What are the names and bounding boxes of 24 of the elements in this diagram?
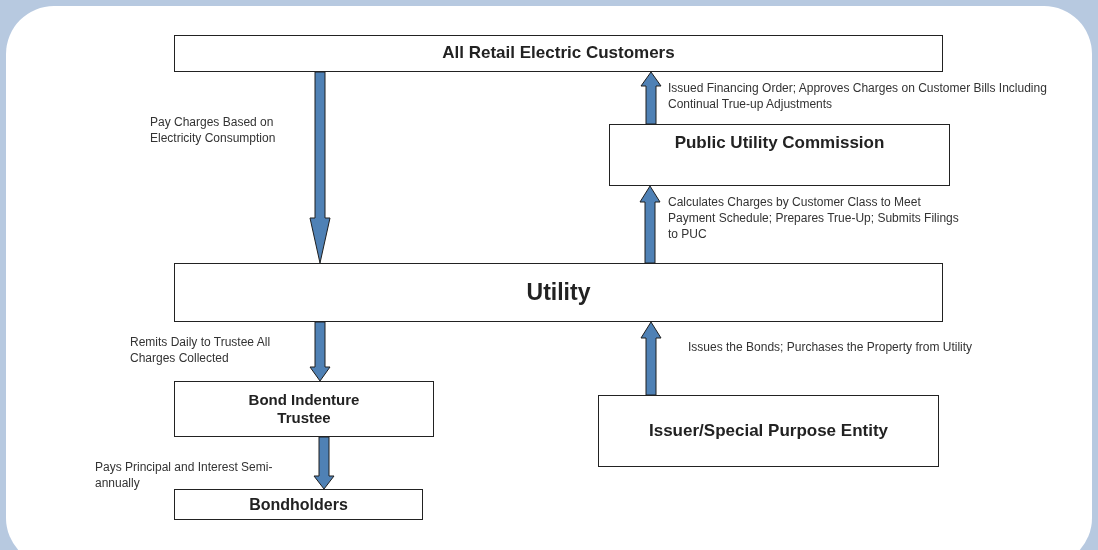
edge-label: Issued Financing Order; Approves Charges on Customer Bills Including Continual True-up Adjustments — [668, 80, 1048, 112]
edge-label: Issues the Bonds; Purchases the Property from Utility — [688, 339, 974, 355]
entity-box — [174, 381, 434, 437]
box-label: All Retail Electric Customers — [442, 43, 675, 64]
box-label: Bondholders — [249, 494, 348, 515]
block-arrow — [313, 436, 335, 490]
block-arrow — [309, 71, 331, 264]
block-arrow — [309, 321, 331, 382]
box-label: Public Utility Commission — [674, 133, 885, 154]
entity-box — [609, 124, 950, 186]
block-arrow — [639, 185, 661, 264]
block-arrow — [640, 71, 662, 125]
edge-label: Calculates Charges by Customer Class to Meet Payment Schedule; Prepares True-Up; Submits Filings to PUC — [668, 194, 960, 242]
edge-label: Pays Principal and Interest Semi-annually — [95, 459, 274, 491]
entity-box — [174, 35, 943, 72]
box-label: Utility — [526, 278, 591, 307]
entity-box — [174, 263, 943, 322]
box-label: Issuer/Special Purpose Entity — [649, 420, 888, 442]
box-label: Bond Indenture Trustee — [247, 391, 361, 427]
entity-box — [598, 395, 939, 467]
edge-label: Pay Charges Based on Electricity Consumption — [150, 114, 277, 146]
entity-box — [174, 489, 423, 520]
edge-label: Remits Daily to Trustee All Charges Collected — [130, 334, 272, 366]
block-arrow — [640, 321, 662, 396]
